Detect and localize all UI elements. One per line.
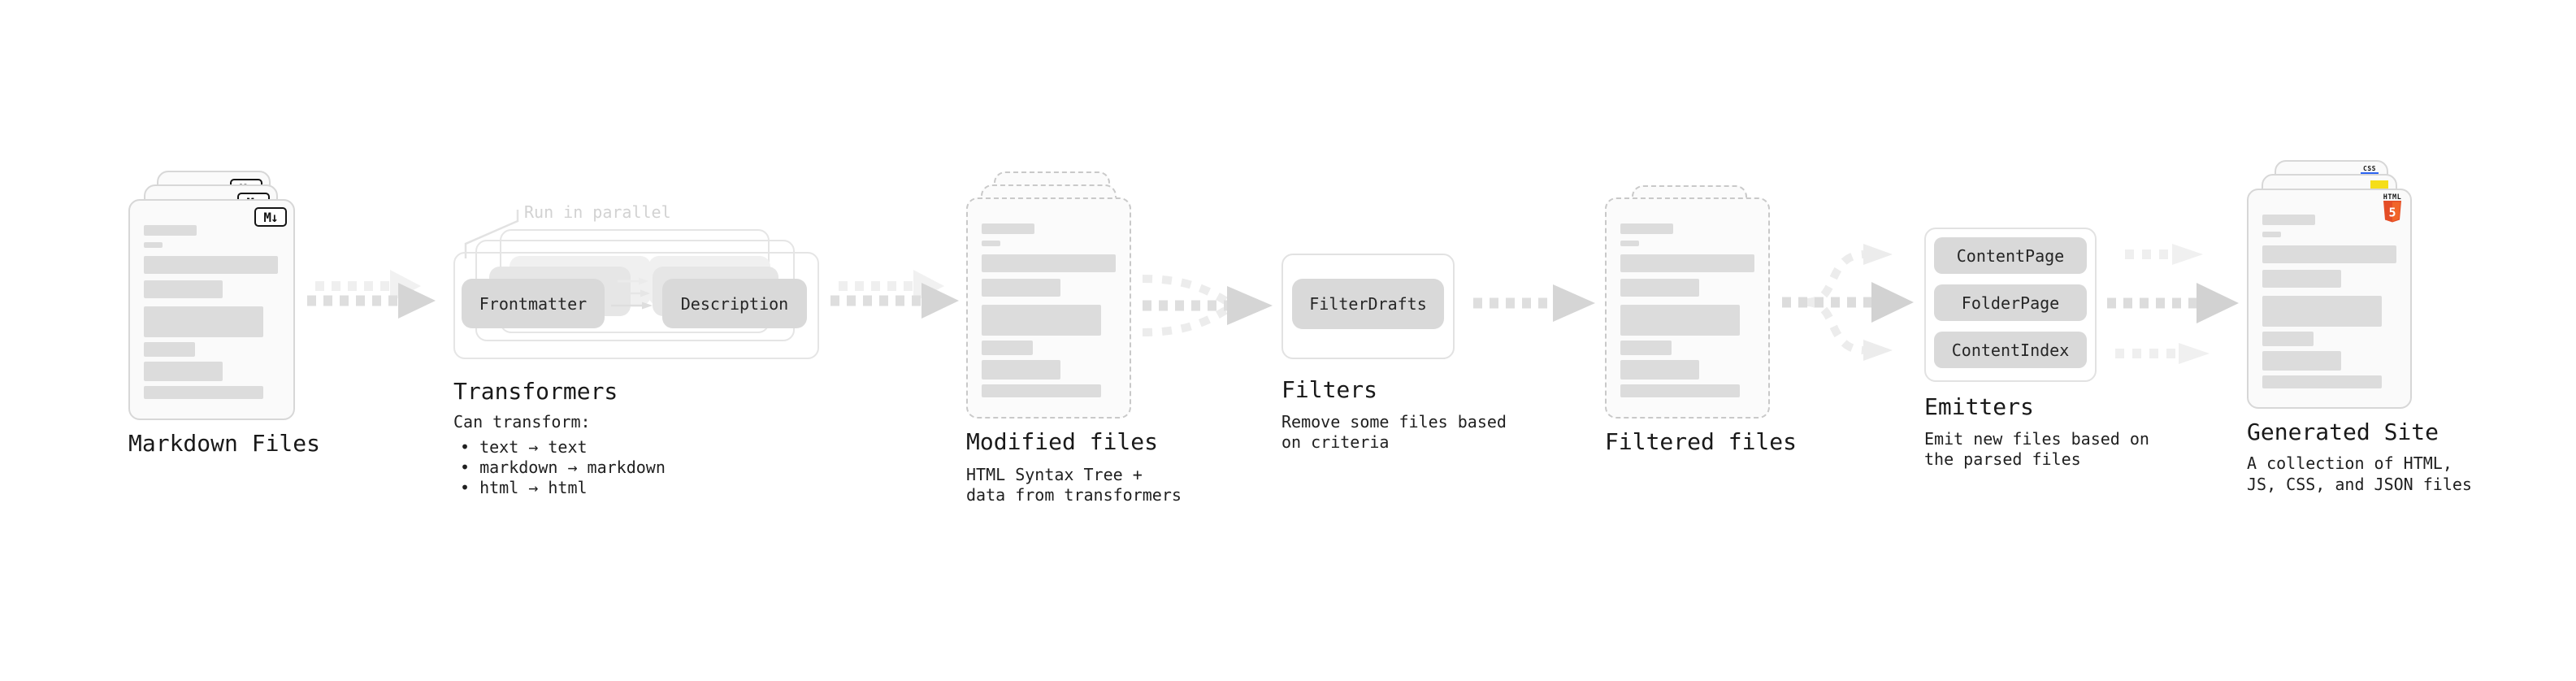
text-line-bar: [982, 340, 1033, 355]
text-line-bar: [1620, 384, 1740, 397]
flow-arrow-icon: [307, 270, 436, 319]
transformers-bullet: • markdown → markdown: [460, 458, 666, 477]
markdown-icon-label: M↓: [263, 209, 278, 225]
css-icon-label: CSS: [2363, 165, 2376, 172]
stage-label-transformers: Transformers: [453, 378, 618, 405]
text-line-bar: [982, 223, 1034, 234]
transformer-pill-description: Description: [662, 279, 807, 328]
text-line-bar: [982, 279, 1060, 297]
stage-label-filtered-files: Filtered files: [1605, 428, 1798, 455]
generated-site-sub-line1: A collection of HTML,: [2247, 453, 2452, 473]
text-line-bar: [1620, 305, 1740, 336]
text-line-bar: [2262, 375, 2382, 388]
file-card-front: [1605, 197, 1770, 419]
markdown-icon: M↓: [254, 207, 287, 227]
filters-sub-line2: on criteria: [1281, 432, 1390, 452]
emitter-pill-contentpage: ContentPage: [1934, 237, 2087, 274]
run-in-parallel-annotation: Run in parallel: [524, 202, 671, 222]
text-line-bar: [2262, 215, 2315, 225]
modified-files-sub-line2: data from transformers: [966, 485, 1182, 505]
parallel-arrows-icon: [611, 277, 653, 310]
text-line-bar: [982, 360, 1060, 380]
pill-label: Frontmatter: [479, 293, 588, 314]
text-line-bar: [2262, 270, 2341, 288]
text-line-bar: [1620, 340, 1672, 355]
text-line-bar: [982, 254, 1116, 272]
html5-icon-number: 5: [2388, 206, 2396, 220]
text-line-bar: [2262, 351, 2341, 371]
merge-arrow-icon: [1142, 275, 1273, 336]
pill-label: FilterDrafts: [1309, 294, 1427, 314]
transformers-intro: Can transform:: [453, 412, 591, 432]
text-line-bar: [1620, 241, 1639, 246]
text-line-bar: [144, 256, 278, 274]
pill-label: ContentIndex: [1951, 340, 2070, 360]
transformers-bullet: • text → text: [460, 437, 588, 457]
annotation-connector-line: [464, 210, 519, 258]
text-line-bar: [1620, 279, 1699, 297]
html5-shield-icon: 5: [2383, 201, 2401, 223]
text-line-bar: [144, 342, 195, 357]
text-line-bar: [982, 241, 1000, 246]
file-card-front: M↓: [128, 199, 295, 420]
pill-label: FolderPage: [1961, 293, 2060, 313]
text-line-bar: [1620, 223, 1673, 234]
text-line-bar: [2262, 245, 2396, 263]
text-line-bar: [2262, 232, 2281, 237]
pill-label: ContentPage: [1956, 245, 2065, 266]
text-line-bar: [982, 305, 1101, 336]
transformer-layer-front: [453, 252, 819, 359]
emitters-sub-line1: Emit new files based on: [1924, 429, 2149, 449]
text-line-bar: [144, 242, 163, 248]
pill-label: Description: [680, 293, 789, 314]
text-line-bar: [2262, 332, 2314, 346]
stage-label-modified-files: Modified files: [966, 428, 1159, 455]
transformers-bullet: • html → html: [460, 478, 588, 497]
stage-label-generated-site: Generated Site: [2247, 419, 2439, 445]
html5-icon: HTML 5: [2382, 194, 2403, 223]
text-line-bar: [1620, 360, 1699, 380]
file-card-front: [966, 197, 1131, 419]
html5-icon-label: HTML: [2383, 193, 2402, 202]
text-line-bar: [144, 306, 263, 337]
text-line-bar: [982, 384, 1101, 397]
emitter-pill-folderpage: FolderPage: [1934, 284, 2087, 321]
file-card-front: HTML 5: [2247, 189, 2412, 409]
text-line-bar: [144, 362, 223, 381]
emitter-pill-contentindex: ContentIndex: [1934, 332, 2087, 368]
flow-arrow-icon: [830, 270, 959, 319]
transformer-pill-frontmatter: Frontmatter: [462, 279, 605, 328]
stage-label-emitters: Emitters: [1924, 393, 2034, 420]
flow-arrow-icon: [1473, 284, 1595, 322]
fanout-arrow-icon: [1782, 244, 1914, 361]
modified-files-sub-line1: HTML Syntax Tree +: [966, 465, 1143, 484]
text-line-bar: [144, 386, 263, 399]
emitters-sub-line2: the parsed files: [1924, 449, 2081, 469]
generated-site-sub-line2: JS, CSS, and JSON files: [2247, 475, 2472, 494]
text-line-bar: [2262, 296, 2382, 327]
filters-sub-line1: Remove some files based: [1281, 412, 1507, 432]
stage-label-filters: Filters: [1281, 376, 1378, 403]
stage-label-markdown-files: Markdown Files: [128, 430, 321, 457]
text-line-bar: [1620, 254, 1754, 272]
triple-arrow-icon: [2107, 244, 2239, 364]
text-line-bar: [144, 225, 197, 236]
filter-pill-filterdrafts: FilterDrafts: [1292, 279, 1444, 329]
text-line-bar: [144, 280, 223, 298]
